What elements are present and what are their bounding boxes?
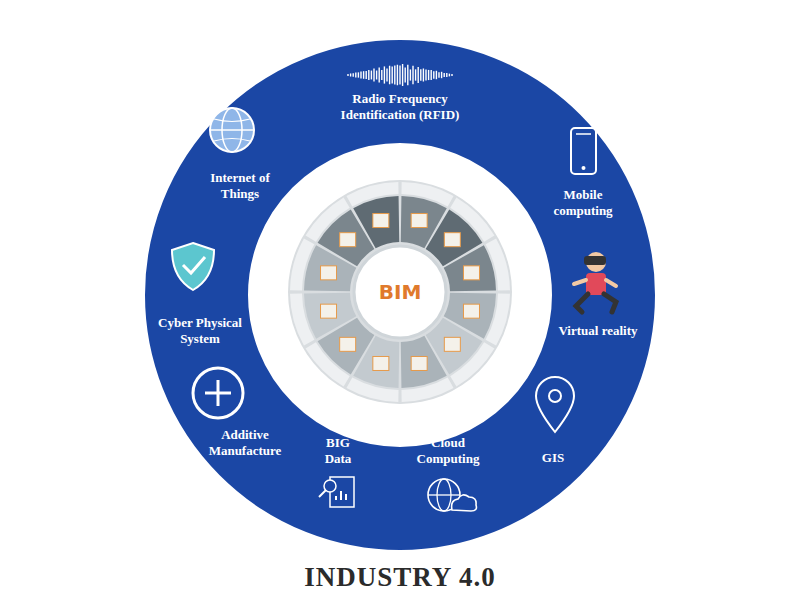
- segment-icon: [411, 356, 427, 370]
- wave-stroke: [366, 71, 367, 79]
- globe-icon: [210, 108, 254, 152]
- segment-icon: [321, 304, 337, 318]
- wave-stroke: [394, 65, 395, 84]
- segment-icon: [444, 233, 460, 247]
- wheel-band: [290, 238, 314, 290]
- wheel-band: [486, 238, 510, 290]
- wave-stroke: [373, 69, 374, 82]
- wave-stroke: [386, 68, 387, 81]
- wave-stroke: [415, 69, 416, 80]
- wave-stroke: [376, 71, 377, 80]
- vr-person-icon: [574, 252, 616, 312]
- wheel-band: [290, 293, 314, 345]
- cloud-globe-icon: [428, 479, 476, 511]
- wave-stroke: [399, 66, 400, 85]
- wheel-band: [486, 293, 510, 345]
- wave-stroke: [444, 73, 445, 77]
- wave-stroke: [431, 70, 432, 80]
- wave-stroke: [436, 71, 437, 79]
- wave-stroke: [363, 71, 364, 79]
- wave-stroke: [441, 72, 442, 78]
- gis-label: GIS: [533, 450, 573, 466]
- segment-icon: [444, 337, 460, 351]
- wave-stroke: [360, 72, 361, 79]
- segment-icon: [373, 214, 389, 228]
- vr-label: Virtual reality: [543, 323, 653, 339]
- iot-label: Internet of Things: [193, 170, 288, 203]
- wheel-segment: [353, 196, 399, 248]
- segment-icon: [340, 337, 356, 351]
- wheel-band: [401, 378, 453, 402]
- segment-icon: [373, 356, 389, 370]
- additive-label: Additive Manufacture: [195, 427, 295, 460]
- hub-logo-text: BIM: [379, 280, 422, 304]
- wave-stroke: [433, 71, 434, 79]
- wheel-segment: [401, 336, 447, 388]
- bim-hub: BIM: [360, 252, 440, 332]
- wave-stroke: [410, 69, 411, 80]
- segment-icon: [321, 266, 337, 280]
- wheel-rim: [288, 180, 512, 404]
- phone-icon: [571, 128, 596, 174]
- cps-label: Cyber Physical System: [145, 315, 255, 348]
- wave-stroke: [347, 74, 348, 76]
- wave-stroke: [407, 65, 408, 86]
- wheel-segment: [444, 245, 496, 291]
- cloud-label: Cloud Computing: [408, 435, 488, 468]
- data-report-icon: [319, 477, 354, 507]
- wave-stroke: [438, 72, 439, 77]
- bigdata-label: BIG Data: [313, 435, 363, 468]
- wave-stroke: [425, 69, 426, 80]
- wheel-band: [346, 378, 398, 402]
- wheel-segment: [304, 293, 356, 339]
- wave-stroke: [355, 72, 356, 77]
- rfid-label: Radio Frequency Identification (RFID): [315, 91, 485, 124]
- bim-wheel: [288, 180, 512, 404]
- wheel-hub: [354, 246, 446, 338]
- rfid-wave-icon: [348, 64, 452, 86]
- wave-stroke: [371, 71, 372, 80]
- segment-icon: [463, 266, 479, 280]
- wheel-band: [401, 182, 453, 206]
- wave-stroke: [358, 72, 359, 77]
- wave-stroke: [420, 69, 421, 81]
- wave-stroke: [451, 74, 452, 76]
- wheel-band: [346, 182, 398, 206]
- shield-icon: [172, 243, 214, 290]
- segment-icon: [411, 214, 427, 228]
- wave-stroke: [405, 68, 406, 83]
- wave-stroke: [381, 70, 382, 80]
- wave-stroke: [353, 73, 354, 76]
- diagram-title: INDUSTRY 4.0: [0, 562, 800, 593]
- wave-stroke: [368, 70, 369, 80]
- wave-stroke: [428, 70, 429, 80]
- mobile-label: Mobile computing: [536, 187, 631, 220]
- wave-stroke: [379, 67, 380, 82]
- wave-stroke: [389, 66, 390, 85]
- plus-icon: [193, 368, 243, 418]
- wave-stroke: [392, 67, 393, 84]
- location-pin-icon: [536, 377, 574, 432]
- wave-stroke: [423, 68, 424, 81]
- wave-stroke: [350, 73, 351, 76]
- segment-icon: [463, 304, 479, 318]
- wave-stroke: [412, 66, 413, 84]
- wave-stroke: [446, 73, 447, 77]
- segment-icon: [340, 233, 356, 247]
- wave-stroke: [418, 67, 419, 83]
- wave-stroke: [402, 64, 403, 86]
- wave-stroke: [397, 65, 398, 86]
- wave-stroke: [449, 74, 450, 77]
- wave-stroke: [384, 66, 385, 83]
